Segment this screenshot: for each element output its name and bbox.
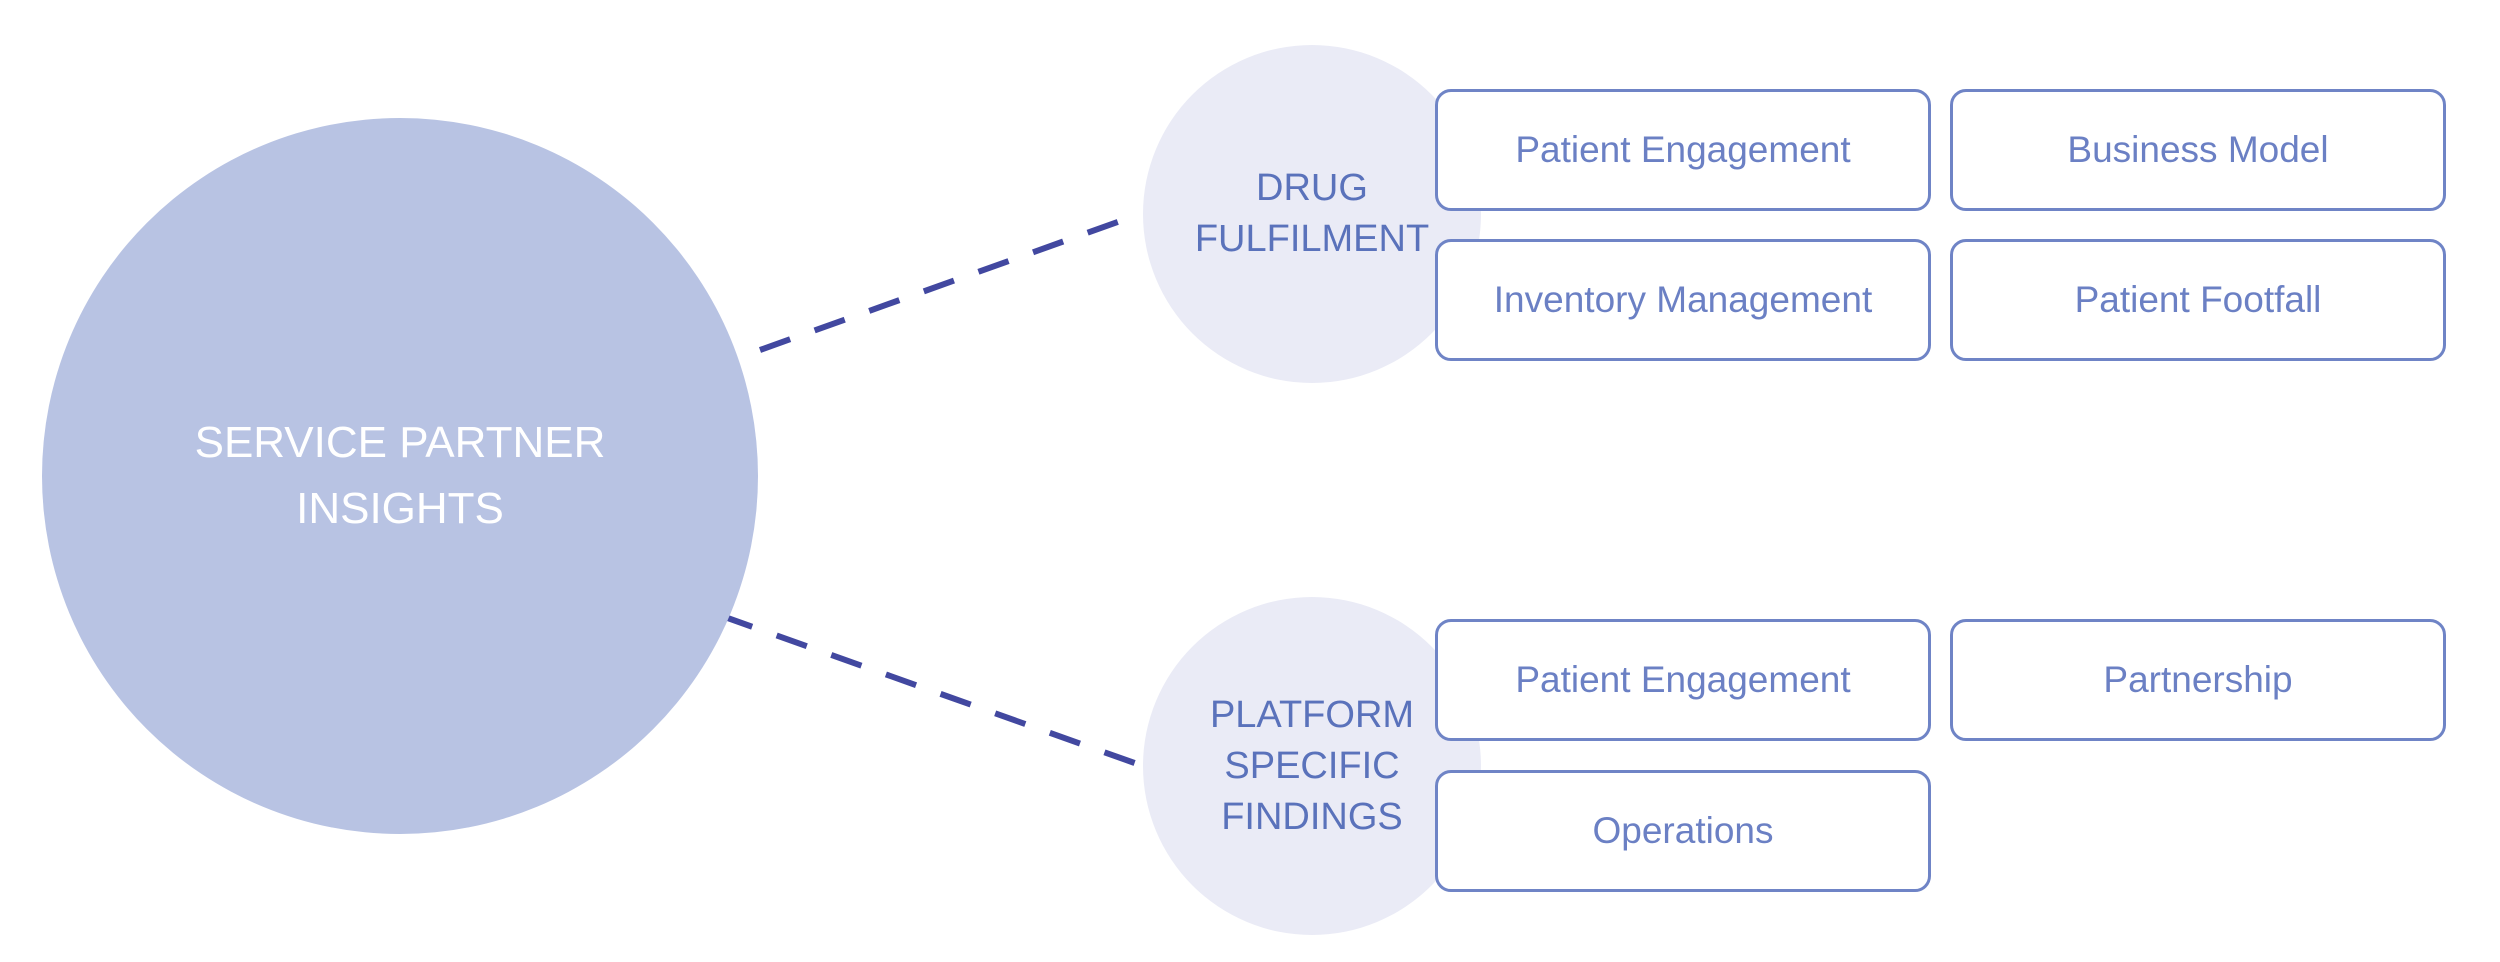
card-platform-operations[interactable]: Operations — [1435, 770, 1931, 892]
connector-platform-findings — [720, 613, 1145, 769]
sub-hub-label-line: DRUG — [1256, 167, 1368, 209]
connector-drug-fulfilment — [758, 211, 1142, 353]
card-drug-inventory-management[interactable]: Inventory Management — [1435, 239, 1931, 361]
card-drug-business-model[interactable]: Business Model — [1950, 89, 2446, 211]
card-drug-patient-footfall[interactable]: Patient Footfall — [1950, 239, 2446, 361]
card-platform-partnership[interactable]: Partnership — [1950, 619, 2446, 741]
main-hub-label: SERVICE PARTNER INSIGHTS — [195, 410, 606, 542]
card-drug-patient-engagement[interactable]: Patient Engagement — [1435, 89, 1931, 211]
main-hub-service-partner-insights: SERVICE PARTNER INSIGHTS — [42, 118, 758, 834]
sub-hub-label-line: FINDINGS — [1221, 795, 1403, 838]
main-hub-label-line: SERVICE PARTNER — [194, 418, 606, 467]
sub-hub-label-line: PLATFORM — [1209, 693, 1415, 736]
sub-hub-label-line: FULFILMENT — [1194, 218, 1430, 260]
sub-hub-label: DRUG FULFILMENT — [1195, 163, 1429, 265]
sub-hub-label: PLATFORM SPECIFIC FINDINGS — [1210, 690, 1414, 843]
sub-hub-label-line: SPECIFIC — [1224, 744, 1400, 787]
sub-hub-platform-specific-findings: PLATFORM SPECIFIC FINDINGS — [1143, 597, 1481, 935]
main-hub-label-line: INSIGHTS — [296, 484, 504, 533]
sub-hub-drug-fulfilment: DRUG FULFILMENT — [1143, 45, 1481, 383]
card-platform-patient-engagement[interactable]: Patient Engagement — [1435, 619, 1931, 741]
